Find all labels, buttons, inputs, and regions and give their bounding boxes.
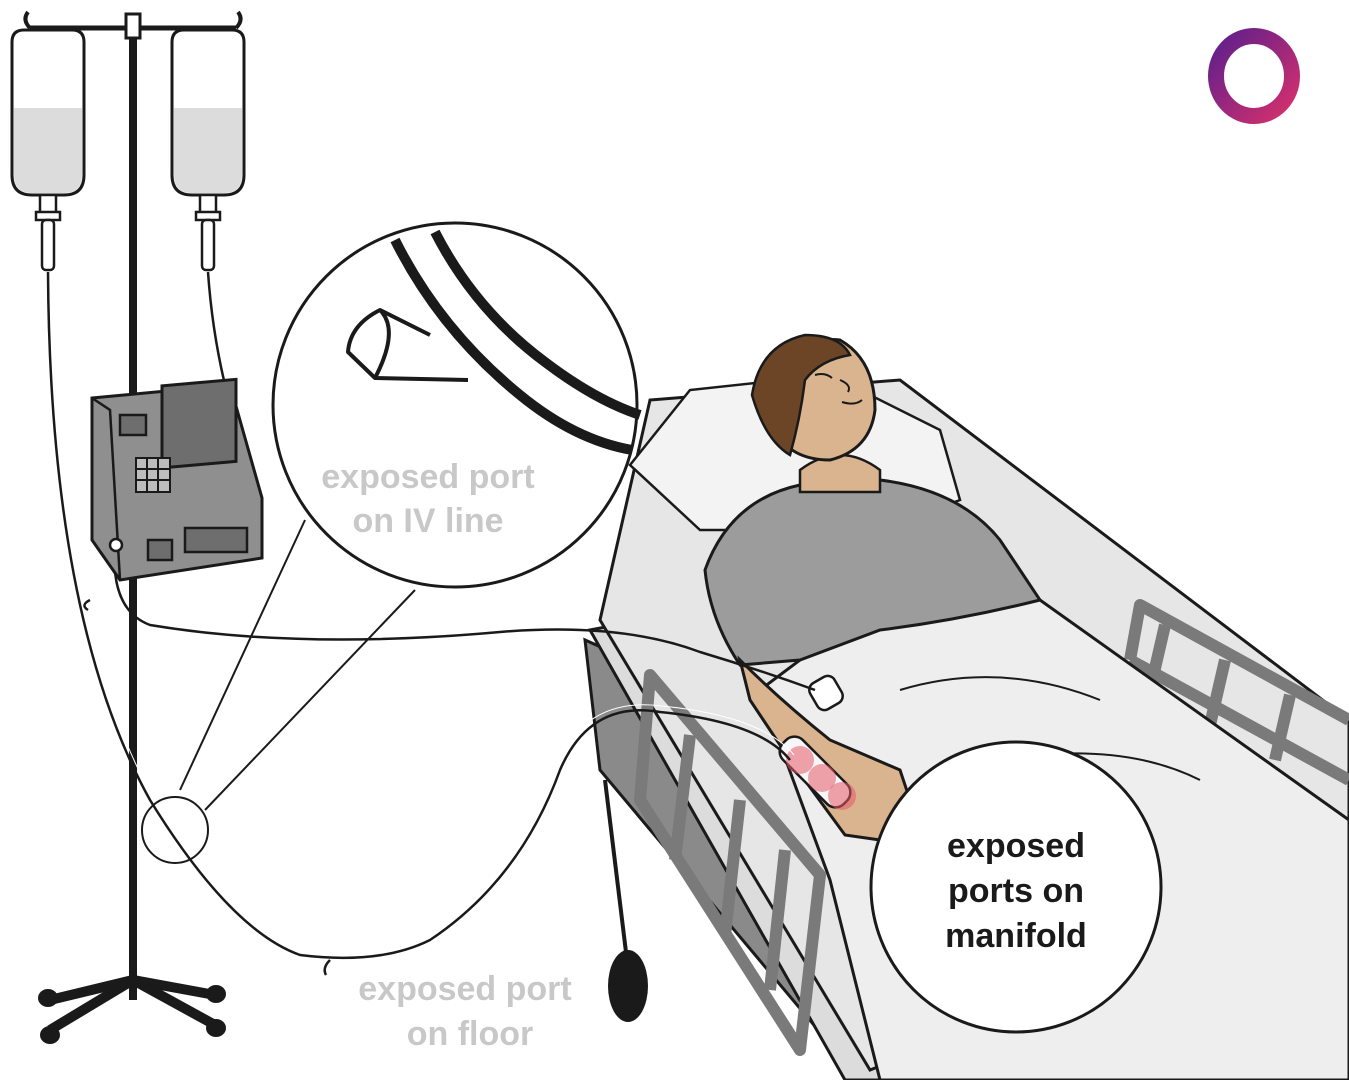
infusion-pump — [92, 379, 262, 580]
ring-logo-icon — [1216, 36, 1292, 116]
label-iv-port-line1: exposed port — [321, 458, 534, 496]
label-iv-port-line2: on IV line — [352, 502, 503, 540]
label-manifold-line2: ports on — [948, 872, 1084, 910]
iv-bag-right — [172, 30, 244, 270]
iv-bag-left — [12, 30, 84, 270]
label-manifold-line1: exposed — [947, 827, 1085, 865]
label-floor-port-line1: exposed port — [358, 970, 571, 1008]
label-floor-port-line2: on floor — [407, 1015, 534, 1053]
callout-manifold: exposed ports on manifold — [871, 742, 1161, 1032]
label-manifold-line3: manifold — [945, 917, 1087, 955]
